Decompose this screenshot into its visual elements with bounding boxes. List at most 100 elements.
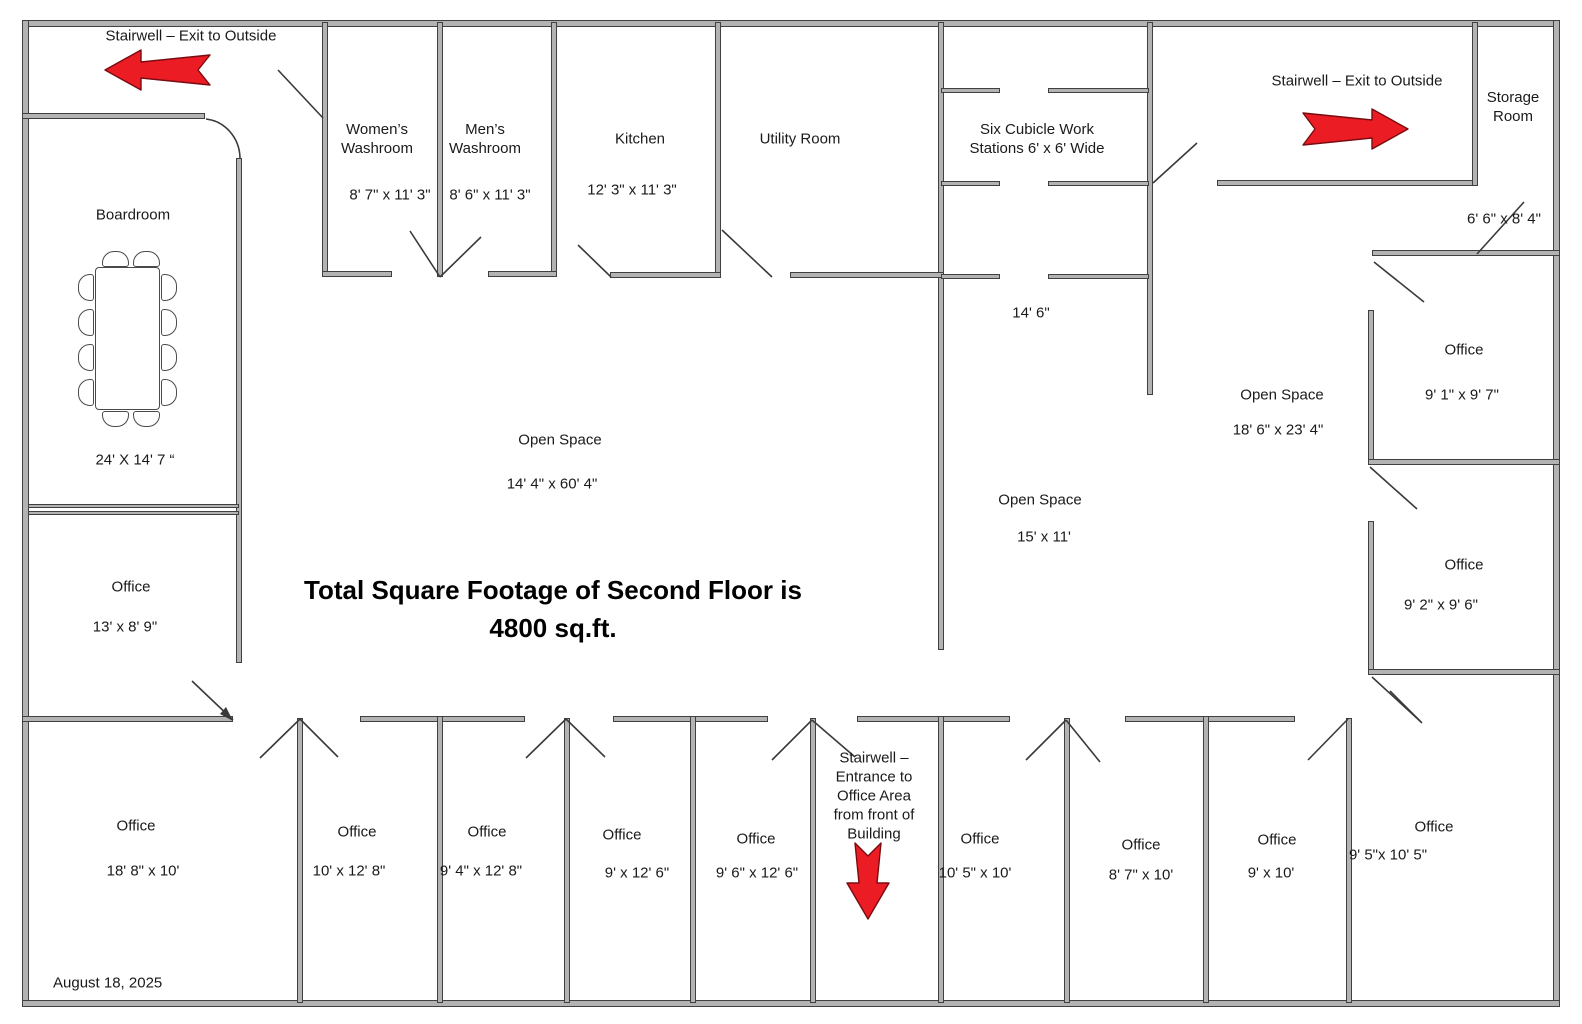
- exit-arrow-left: [104, 49, 211, 91]
- wall: [488, 271, 557, 277]
- open-space-center-label: Open Space: [998, 491, 1082, 509]
- door-line: [1307, 718, 1349, 761]
- door-line: [721, 229, 773, 278]
- chair: [78, 309, 94, 336]
- door-line: [299, 718, 339, 758]
- door-line: [1152, 142, 1198, 184]
- boardroom-dims: 24' X 14' 7 “: [95, 451, 175, 469]
- door-line: [771, 719, 813, 761]
- office-b4-dims: 9' x 12' 6": [604, 864, 670, 882]
- cubicle-partition: [941, 274, 1000, 279]
- wall: [1147, 22, 1153, 395]
- exit-arrow-right: [1302, 108, 1409, 150]
- mens-washroom-dims: 8' 6" x 11' 3": [449, 186, 531, 204]
- kitchen-label: Kitchen: [614, 130, 666, 148]
- wall: [22, 716, 233, 722]
- door-line: [565, 718, 606, 758]
- door-arc: [205, 118, 241, 159]
- cubicle-partition: [1048, 88, 1149, 93]
- office-b3-dims: 9' 4" x 12' 8": [439, 862, 523, 880]
- wall: [22, 113, 205, 119]
- wall: [1368, 521, 1374, 675]
- cubicle-partition: [1048, 274, 1149, 279]
- wall: [322, 22, 328, 277]
- wall: [610, 272, 721, 278]
- plan-date: August 18, 2025: [53, 974, 163, 992]
- cubicle-partition: [1048, 181, 1149, 186]
- door-line: [259, 718, 301, 759]
- boardroom-label: Boardroom: [95, 206, 171, 224]
- chair: [133, 411, 160, 427]
- open-space-left-dims: 14' 4" x 60' 4": [506, 475, 598, 493]
- storage-room-dims: 6' 6" x 8' 4": [1467, 210, 1541, 228]
- chair: [161, 344, 177, 371]
- door-line: [191, 680, 234, 721]
- open-space-right-dims: 18' 6" x 23' 4": [1232, 421, 1324, 439]
- door-line: [1371, 676, 1421, 722]
- door-line: [1065, 719, 1101, 763]
- wall: [22, 1000, 1560, 1007]
- wall: [1553, 20, 1560, 1007]
- wall: [690, 716, 696, 1003]
- office-b5-dims: 9' 6" x 12' 6": [715, 864, 799, 882]
- office-b5-label: Office: [736, 830, 776, 848]
- wall: [1368, 310, 1374, 465]
- wall: [28, 504, 239, 508]
- door-line: [525, 718, 567, 759]
- open-space-center-dims: 15' x 11': [1017, 528, 1071, 546]
- wall: [28, 511, 239, 515]
- door-line: [439, 236, 482, 278]
- office-b3-label: Office: [467, 823, 507, 841]
- wall: [322, 271, 392, 277]
- wall: [1472, 22, 1478, 186]
- office-b1-label: Office: [116, 817, 156, 835]
- chair: [102, 251, 129, 267]
- office-b7-dims: 8' 7" x 10': [1108, 866, 1174, 884]
- wall: [1125, 716, 1295, 722]
- office-b6-label: Office: [960, 830, 1000, 848]
- chair: [78, 344, 94, 371]
- open-space-left-label: Open Space: [518, 431, 602, 449]
- office-right-1-label: Office: [1444, 341, 1484, 359]
- wall: [1217, 180, 1478, 186]
- office-b4-label: Office: [602, 826, 642, 844]
- boardroom-table: [95, 267, 160, 410]
- office-b8-label: Office: [1257, 831, 1297, 849]
- kitchen-dims: 12' 3" x 11' 3": [587, 181, 677, 199]
- stairwell-top-left-label: Stairwell – Exit to Outside: [105, 27, 277, 45]
- office-b2-dims: 10' x 12' 8": [312, 862, 386, 880]
- office-right-2-dims: 9' 2" x 9' 6": [1404, 596, 1478, 614]
- office-b1-dims: 18' 8" x 10': [106, 862, 180, 880]
- wall: [1064, 718, 1070, 1003]
- wall: [437, 716, 443, 1003]
- entrance-arrow-down: [846, 842, 890, 920]
- utility-room-label: Utility Room: [759, 130, 841, 148]
- door-line: [1373, 261, 1425, 303]
- chair: [78, 274, 94, 301]
- office-b9-label: Office: [1414, 818, 1454, 836]
- office-right-2-label: Office: [1444, 556, 1484, 574]
- cubicle-partition: [941, 181, 1000, 186]
- stairwell-top-right-label: Stairwell – Exit to Outside: [1271, 72, 1443, 90]
- chair: [161, 274, 177, 301]
- wall: [1372, 250, 1560, 256]
- door-line: [277, 69, 324, 119]
- door-line: [1389, 690, 1423, 724]
- door-line: [1369, 466, 1418, 510]
- wall: [1346, 718, 1352, 1003]
- open-space-right-label: Open Space: [1240, 386, 1324, 404]
- wall: [1203, 716, 1209, 1003]
- wall: [551, 22, 557, 277]
- wall: [236, 158, 242, 663]
- chair: [161, 379, 177, 406]
- door-line: [1025, 719, 1067, 761]
- office-b2-label: Office: [337, 823, 377, 841]
- wall: [1368, 669, 1560, 675]
- office-b6-dims: 10' 5" x 10': [938, 864, 1012, 882]
- chair: [161, 309, 177, 336]
- office-b8-dims: 9' x 10': [1247, 864, 1295, 882]
- chair: [78, 379, 94, 406]
